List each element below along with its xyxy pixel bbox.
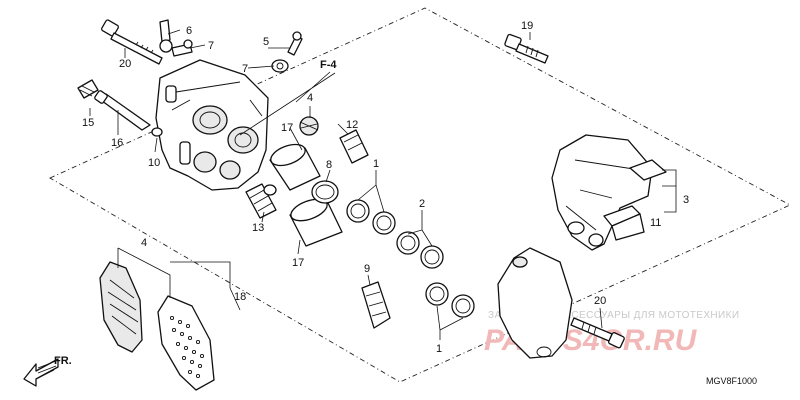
callout-13: 13 <box>252 222 264 234</box>
callout-18: 18 <box>234 291 246 303</box>
piston-17-upper <box>269 143 321 191</box>
callout-17-upper: 17 <box>281 122 293 134</box>
callout-15: 15 <box>82 117 94 129</box>
callout-9: 9 <box>364 263 370 275</box>
callout-7-lower: 7 <box>242 63 248 75</box>
piston-17-lower <box>289 198 343 247</box>
callout-6: 6 <box>186 25 192 37</box>
callout-20-lower: 20 <box>594 295 606 307</box>
caliper-bracket <box>551 134 667 251</box>
leader-lines <box>89 29 677 340</box>
pad-retainer-11 <box>603 205 645 241</box>
watermark-caption: ЗАПЧАСТИ И АКСЕССУАРЫ ДЛЯ МОТОТЕХНИКИ <box>488 310 739 321</box>
caliper-outer-half <box>497 247 573 359</box>
callout-10: 10 <box>148 157 160 169</box>
callout-11: 11 <box>650 217 661 229</box>
bolt-20-lower <box>570 317 625 349</box>
figure-reference-leaders <box>239 71 336 136</box>
pin-12 <box>339 129 369 164</box>
seal-8 <box>311 180 339 204</box>
brake-pad-rear <box>99 261 143 353</box>
callout-3: 3 <box>683 194 689 206</box>
bolt-13 <box>245 183 277 219</box>
figure-code: MGV8F1000 <box>706 376 757 386</box>
boot-4 <box>299 116 319 136</box>
callout-19: 19 <box>521 20 533 32</box>
callout-16: 16 <box>111 137 123 149</box>
front-direction-arrow: FR. <box>23 355 72 387</box>
callout-1-upper: 1 <box>373 158 379 170</box>
callouts: 20 6 7 5 7 4 12 17 8 1 2 1 15 16 10 13 1… <box>82 20 689 355</box>
figure-reference: F-4 <box>320 59 337 71</box>
callout-1-lower: 1 <box>436 343 442 355</box>
callout-4-upper: 4 <box>307 92 313 104</box>
direction-label: FR. <box>54 355 72 367</box>
callout-7-upper: 7 <box>208 40 214 52</box>
pin-bolt-16 <box>77 79 163 137</box>
cap-5-7 <box>271 31 303 73</box>
seal-group-lower <box>425 282 475 318</box>
callout-5: 5 <box>263 36 269 48</box>
pad-spring-9 <box>361 281 391 329</box>
brake-pad-front <box>157 295 215 391</box>
callout-4-lower: 4 <box>141 237 147 249</box>
callout-20-upper: 20 <box>119 58 131 70</box>
callout-17-lower: 17 <box>292 257 304 269</box>
callout-8: 8 <box>326 159 332 171</box>
bleeder-screw <box>159 19 193 57</box>
bolt-19 <box>504 33 549 64</box>
seal-group-upper <box>346 199 444 269</box>
callout-2: 2 <box>419 198 425 210</box>
caliper-body <box>155 59 269 191</box>
callout-12: 12 <box>346 119 358 131</box>
bolt-20-upper <box>101 19 163 65</box>
